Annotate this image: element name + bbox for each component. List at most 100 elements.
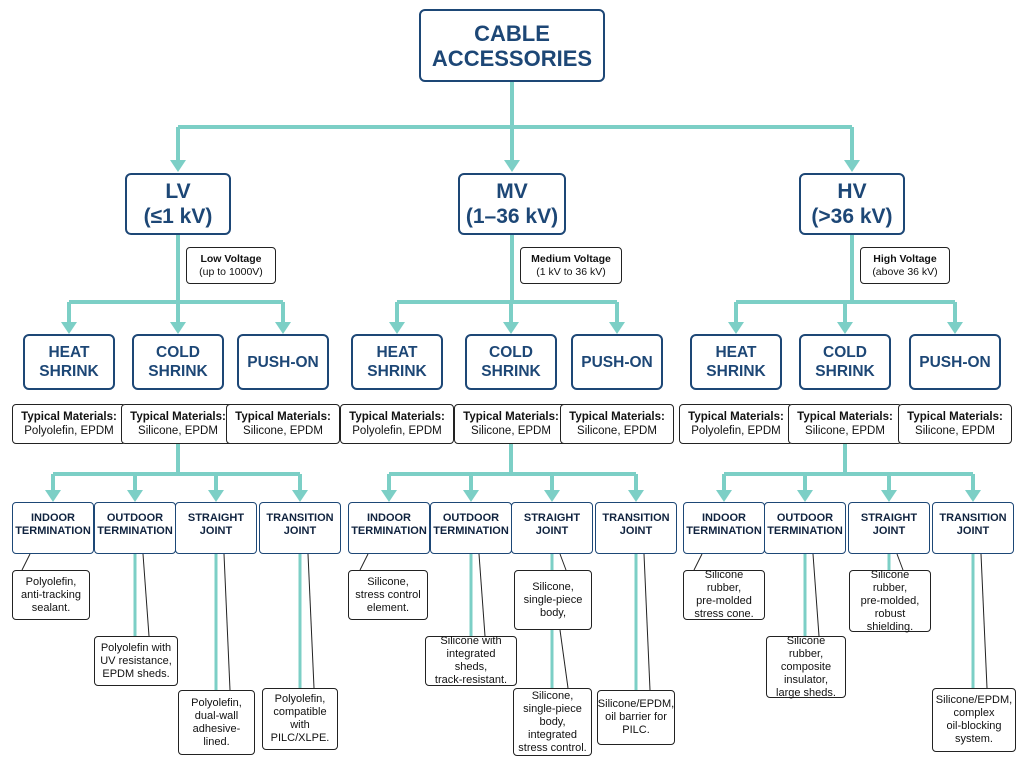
accessory-note-line: Polyolefin, <box>25 575 77 588</box>
accessory-note-line: single-piece <box>523 593 583 606</box>
accessory-label-line: TRANSITION <box>939 512 1007 524</box>
voltage-arrow <box>504 160 520 172</box>
materials-value: Silicone, EPDM <box>471 425 551 437</box>
accessory-note-line: system. <box>955 733 993 745</box>
accessory-note-line: Silicone/EPDM, <box>597 698 675 710</box>
accessory-arrow <box>127 490 143 502</box>
accessory-note-line: Silicone rubber, <box>704 569 744 594</box>
accessory-note-line: track-resistant. <box>434 674 508 686</box>
type-node-hv-2: PUSH-ON <box>909 334 1001 390</box>
accessory-label-line: OUTDOOR <box>442 512 500 524</box>
voltage-note-hv: High Voltage(above 36 kV) <box>860 247 950 284</box>
voltage-label: LV <box>165 180 191 203</box>
accessory-note-line: compatible <box>273 706 327 718</box>
type-arrow <box>275 322 291 334</box>
accessory-arrow <box>716 490 732 502</box>
type-label-line: SHRINK <box>367 363 427 380</box>
voltage-note-text: (above 36 kV) <box>872 265 938 278</box>
accessory-note-line: Silicone, <box>531 689 574 702</box>
accessory-label-line: JOINT <box>199 525 233 537</box>
type-label-line: HEAT <box>48 344 90 361</box>
type-arrow <box>389 322 405 334</box>
materials-note-mv-2: Typical Materials: Silicone, EPDM <box>560 404 674 444</box>
materials-label: Typical Materials: <box>235 411 331 423</box>
accessory-note-line: PILC. <box>622 724 650 736</box>
type-arrow <box>837 322 853 334</box>
accessory-label-line: TERMINATION <box>433 525 509 537</box>
accessory-arrow <box>463 490 479 502</box>
accessory-label-line: STRAIGHT <box>523 512 581 524</box>
accessory-note-line: insulator, <box>783 673 829 686</box>
materials-note-lv-2: Typical Materials:Silicone, EPDM <box>226 404 340 444</box>
voltage-label: MV <box>496 180 528 203</box>
callout-pointer <box>812 553 820 637</box>
voltage-node-hv: HV(>36 kV) <box>799 173 905 235</box>
type-label-line: HEAT <box>715 344 757 361</box>
materials-value: Silicone, EPDM <box>577 425 657 437</box>
type-label-line: PUSH-ON <box>247 353 319 371</box>
root-title-line-2: ACCESSORIES <box>431 45 593 71</box>
accessory-note-line: PILC/XLPE. <box>270 732 330 744</box>
materials-value: Silicone, EPDM <box>138 425 218 437</box>
callout-pointer <box>21 553 31 571</box>
materials-value: Silicone, EPDM <box>915 425 995 437</box>
accessory-label-line: JOINT <box>619 525 653 537</box>
voltage-arrow <box>844 160 860 172</box>
voltage-note-mv: Medium Voltage(1 kV to 36 kV) <box>520 247 622 284</box>
accessory-note-line: with <box>290 719 310 731</box>
accessory-note-line: Silicone/EPDM, <box>935 694 1013 706</box>
accessory-label-line: JOINT <box>535 525 569 537</box>
accessory-note-line: pre-molded <box>696 595 752 607</box>
type-label-line: SHRINK <box>148 363 208 380</box>
type-label-line: SHRINK <box>481 363 541 380</box>
type-arrow <box>61 322 77 334</box>
voltage-node-mv: MV(1–36 kV) <box>458 173 566 235</box>
accessory-note-line: Silicone rubber, <box>870 568 910 594</box>
type-label-line: COLD <box>823 344 867 361</box>
accessory-arrow <box>45 490 61 502</box>
type-label-line: PUSH-ON <box>581 353 653 371</box>
accessory-label-line: OUTDOOR <box>776 512 834 524</box>
voltage-note-title: High Voltage <box>873 253 937 265</box>
materials-label: Typical Materials: <box>569 411 665 423</box>
voltage-node-lv: LV(≤1 kV) <box>125 173 231 235</box>
accessory-note-line: stress cone. <box>694 608 754 620</box>
callout-pointer <box>559 629 569 689</box>
accessory-label-line: TERMINATION <box>97 525 173 537</box>
materials-label: Typical Materials: <box>21 411 117 423</box>
type-arrow <box>609 322 625 334</box>
materials-label: Typical Materials: <box>463 411 559 423</box>
accessory-arrow <box>965 490 981 502</box>
accessory-note-line: stress control <box>355 588 421 601</box>
accessory-label-line: STRAIGHT <box>187 512 245 524</box>
accessory-note-line: anti-tracking <box>21 588 81 601</box>
accessory-note-line: robust <box>874 607 906 620</box>
accessory-note-line: large sheds. <box>776 686 836 699</box>
root-node: CABLE ACCESSORIES <box>419 9 605 82</box>
accessory-note-line: element. <box>366 601 410 614</box>
accessory-arrow <box>208 490 224 502</box>
materials-note-hv-2: Typical Materials: Silicone, EPDM <box>898 404 1012 444</box>
accessory-note-line: shielding. <box>866 620 914 633</box>
accessory-label-line: TRANSITION <box>602 512 670 524</box>
materials-note-lv-0: Typical Materials:Polyolefin, EPDM <box>12 404 126 444</box>
accessory-label-line: JOINT <box>283 525 317 537</box>
accessory-note-line: integrated <box>528 728 577 741</box>
materials-label: Typical Materials: <box>907 411 1003 423</box>
